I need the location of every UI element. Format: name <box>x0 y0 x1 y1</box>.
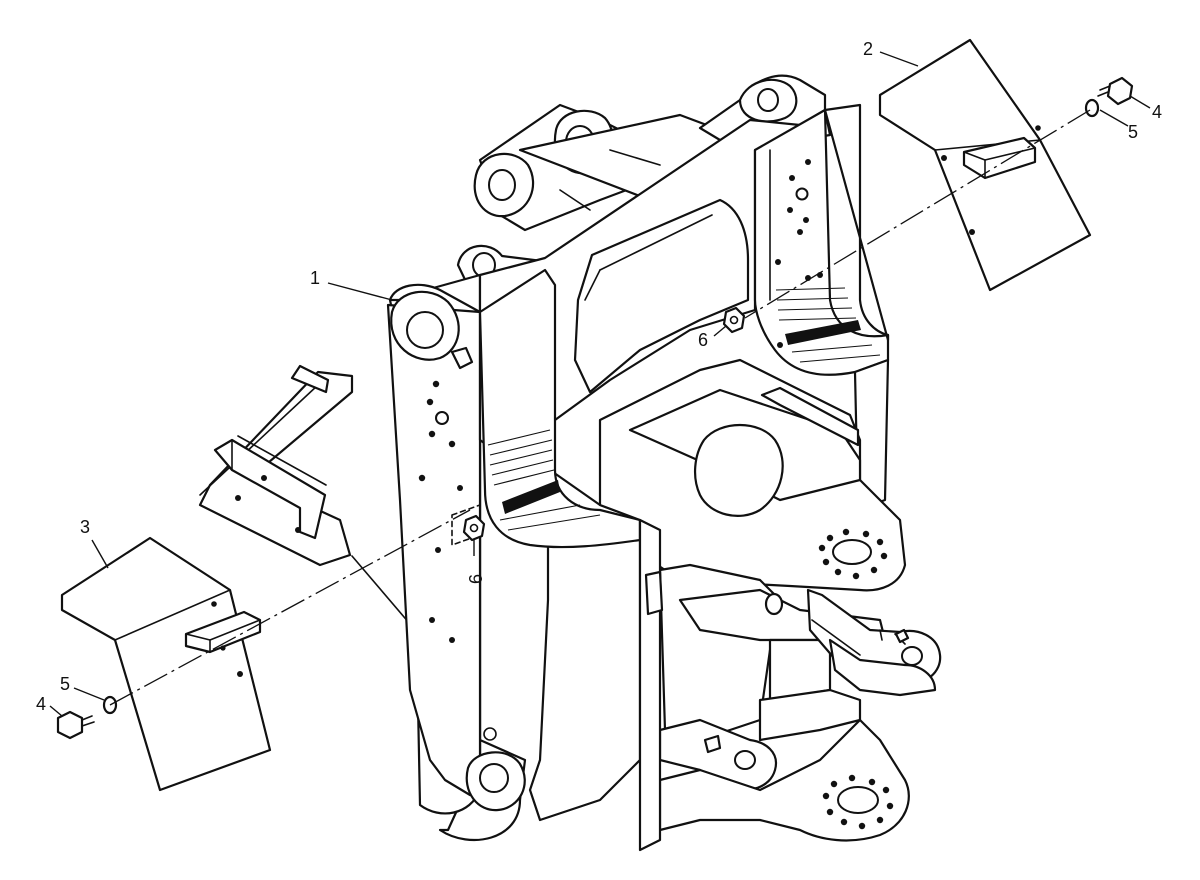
callout-bolt-left: 4 <box>36 694 46 714</box>
callout-washer-left: 5 <box>60 674 70 694</box>
hatch-band-right <box>775 287 881 363</box>
leader-lines <box>49 51 1151 717</box>
callout-bolt-right: 4 <box>1152 102 1162 122</box>
hitch-assembly <box>598 358 942 852</box>
callout-labels: 1 2 3 4 5 6 6 5 4 <box>36 39 1162 714</box>
callout-frame: 1 <box>310 268 320 288</box>
callout-guard-right: 2 <box>863 39 873 59</box>
fasteners <box>56 76 1134 740</box>
callout-guard-left: 3 <box>80 517 90 537</box>
main-frame <box>386 103 890 842</box>
assembly-axes <box>109 109 1091 706</box>
callout-washer-right: 5 <box>1128 122 1138 142</box>
guard-left-part <box>60 536 272 792</box>
callout-nut-right: 6 <box>698 330 708 350</box>
callout-nut-left: 6 <box>466 574 486 584</box>
guard-right-part <box>878 38 1092 292</box>
rear-bracket-assembly <box>198 364 446 666</box>
hatch-band-left <box>487 429 601 531</box>
